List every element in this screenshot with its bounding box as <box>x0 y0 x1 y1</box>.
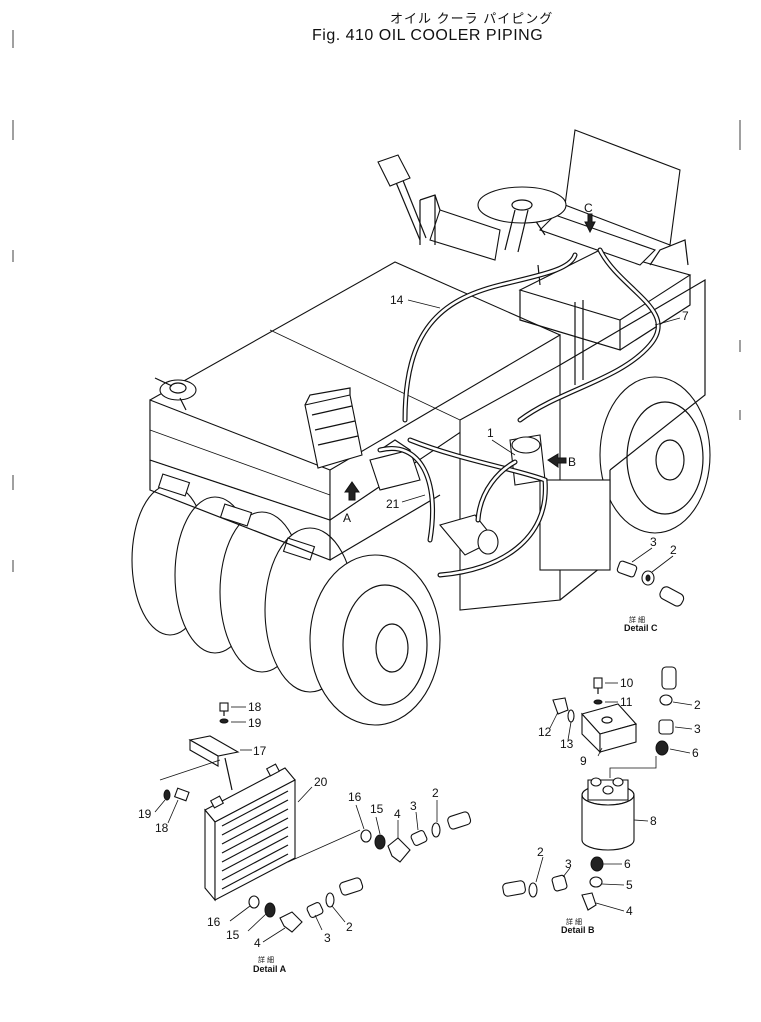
main-leaders <box>401 299 681 503</box>
detail-b-label-2-lower: 2 <box>537 845 544 859</box>
detail-b-elbow-12 <box>552 697 569 715</box>
detail-b-label-4: 4 <box>626 904 633 918</box>
detail-a-hose-upper <box>447 811 472 830</box>
label-21: 21 <box>386 497 400 511</box>
detail-a-label-19-left: 19 <box>138 807 152 821</box>
detail-b-clamp-2 <box>659 694 673 706</box>
detail-b-label-5: 5 <box>626 878 633 892</box>
detail-a-label-18-top: 18 <box>248 700 262 714</box>
rear-tire <box>599 376 711 534</box>
detail-a: 18 19 17 19 18 <box>138 700 472 974</box>
detail-b-label-10: 10 <box>620 676 634 690</box>
detail-a-label-4-lower: 4 <box>254 936 261 950</box>
road-roller-machine <box>131 129 711 726</box>
detail-a-label-16-upper: 16 <box>348 790 362 804</box>
detail-b-label-3-lower: 3 <box>565 857 572 871</box>
detail-b-label-12: 12 <box>538 725 552 739</box>
oil-cooler-on-machine <box>304 387 421 491</box>
detail-c-caption: Detail C <box>624 623 658 633</box>
figure-title: Fig. 410 OIL COOLER PIPING <box>312 27 544 44</box>
detail-a-hose-lower <box>339 877 364 896</box>
front-tires <box>131 484 441 726</box>
detail-b-upper-hose <box>661 666 677 690</box>
detail-b: 10 11 2 3 6 <box>502 666 701 935</box>
detail-a-jp: 詳 細 <box>258 955 274 964</box>
detail-c: 3 2 詳 細 Detail C <box>616 535 685 633</box>
title-japanese: オイル クーラ パイピング <box>390 11 554 26</box>
detail-a-label-16-lower: 16 <box>207 915 221 929</box>
detail-a-bolt-18-top <box>219 702 229 724</box>
detail-a-elbow-4-upper <box>387 837 411 863</box>
detail-a-bolt-18-left <box>173 787 190 802</box>
label-1: 1 <box>487 426 494 440</box>
detail-b-fitting-3-lower <box>551 874 568 892</box>
detail-a-fitting-15-upper <box>374 834 386 850</box>
detail-c-jp: 詳 細 <box>629 615 645 624</box>
view-b-marker: B <box>568 455 576 469</box>
detail-b-lower-hose <box>502 880 526 897</box>
view-c-marker: C <box>584 201 593 215</box>
detail-c-label-3: 3 <box>650 535 657 549</box>
detail-a-clamp-2-lower <box>325 892 335 908</box>
oil-cooler-hoses <box>377 247 661 578</box>
detail-b-label-6-lower: 6 <box>624 857 631 871</box>
detail-a-label-17: 17 <box>253 744 267 758</box>
filter-and-pump-on-machine <box>439 434 546 556</box>
detail-a-caption: Detail A <box>253 964 287 974</box>
label-14: 14 <box>390 293 404 307</box>
detail-b-caption: Detail B <box>561 925 595 935</box>
detail-c-hose <box>659 586 685 607</box>
detail-b-label-13: 13 <box>560 737 574 751</box>
view-arrows <box>344 213 596 501</box>
detail-a-label-3-lower: 3 <box>324 931 331 945</box>
detail-b-washer-13 <box>567 709 575 723</box>
detail-b-label-9: 9 <box>580 754 587 768</box>
detail-a-bracket-17 <box>188 735 240 791</box>
detail-a-label-19-top: 19 <box>248 716 262 730</box>
margin-marks <box>12 30 741 572</box>
detail-a-label-15-lower: 15 <box>226 928 240 942</box>
detail-b-label-3-top: 3 <box>694 722 701 736</box>
detail-c-clamp-2 <box>641 570 655 586</box>
detail-b-jp: 詳 細 <box>566 917 582 926</box>
detail-b-bolt-10 <box>593 677 603 705</box>
detail-a-fitting-15-lower <box>264 902 276 918</box>
detail-b-label-2-top: 2 <box>694 698 701 712</box>
view-a-marker: A <box>343 511 351 525</box>
detail-a-fitting-16-upper <box>360 829 372 843</box>
detail-b-clamp-2-lower <box>528 882 538 898</box>
detail-a-clamp-2-upper <box>431 822 441 838</box>
detail-b-label-8: 8 <box>650 814 657 828</box>
detail-a-fitting-3-lower <box>306 902 324 918</box>
detail-a-label-2-upper: 2 <box>432 786 439 800</box>
detail-b-label-11: 11 <box>620 695 633 709</box>
detail-b-fitting-5 <box>589 876 603 888</box>
operator-station <box>377 129 692 385</box>
detail-b-oil-filter-8 <box>581 777 635 851</box>
detail-b-fitting-3 <box>658 719 674 735</box>
detail-a-fitting-16-lower <box>248 895 260 909</box>
detail-a-label-15-upper: 15 <box>370 802 384 816</box>
detail-b-nipple-6 <box>655 740 669 756</box>
detail-c-label-2: 2 <box>670 543 677 557</box>
detail-a-oil-cooler-20 <box>204 763 296 902</box>
detail-a-label-18-left: 18 <box>155 821 169 835</box>
detail-b-nipple-6-lower <box>590 856 604 872</box>
detail-b-elbow-4 <box>581 892 597 911</box>
detail-a-label-4-upper: 4 <box>394 807 401 821</box>
detail-b-bracket-9 <box>580 703 638 754</box>
detail-a-label-20: 20 <box>314 775 328 789</box>
detail-a-washer-19-left <box>163 789 171 801</box>
detail-a-label-2-lower: 2 <box>346 920 353 934</box>
detail-a-elbow-4-lower <box>279 911 303 933</box>
detail-b-label-6-top: 6 <box>692 746 699 760</box>
detail-a-label-3-upper: 3 <box>410 799 417 813</box>
detail-c-fitting-3 <box>616 560 638 578</box>
detail-a-fitting-3-upper <box>410 830 428 846</box>
label-7: 7 <box>682 309 689 323</box>
